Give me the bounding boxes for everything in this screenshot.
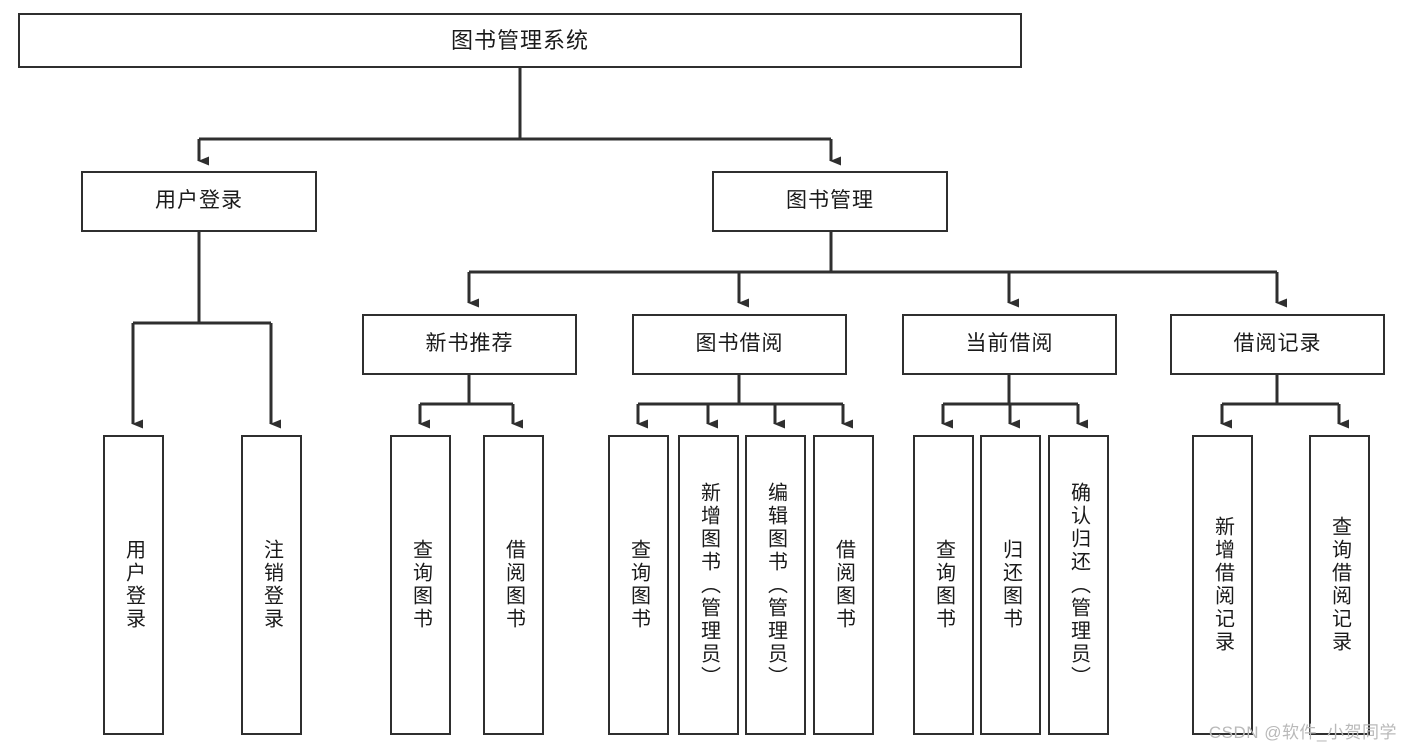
node-leaf-add-book-admin-label: 新增图书（管理员） (697, 481, 720, 689)
node-user-login-label: 用户登录 (155, 189, 243, 213)
node-borrow-record-label: 借阅记录 (1233, 332, 1322, 356)
node-leaf-query-book-current[interactable]: 查询图书 (913, 435, 974, 735)
node-leaf-borrow-book-recommend[interactable]: 借阅图书 (483, 435, 544, 735)
node-leaf-return-book[interactable]: 归还图书 (980, 435, 1041, 735)
node-leaf-add-borrow-record-label: 新增借阅记录 (1211, 516, 1234, 654)
node-leaf-user-login-label: 用户登录 (122, 539, 145, 631)
node-root-system[interactable]: 图书管理系统 (18, 13, 1022, 68)
node-leaf-query-borrow-record[interactable]: 查询借阅记录 (1309, 435, 1370, 735)
node-user-login[interactable]: 用户登录 (81, 171, 317, 232)
node-current-borrow-label: 当前借阅 (965, 332, 1054, 356)
node-leaf-query-borrow-record-label: 查询借阅记录 (1328, 516, 1351, 654)
node-leaf-query-book-borrow-label: 查询图书 (627, 539, 650, 631)
node-book-management[interactable]: 图书管理 (712, 171, 948, 232)
node-leaf-confirm-return-admin-label: 确认归还（管理员） (1067, 481, 1090, 689)
node-leaf-borrow-book-label: 借阅图书 (832, 539, 855, 631)
node-borrow-record[interactable]: 借阅记录 (1170, 314, 1385, 375)
node-leaf-confirm-return-admin[interactable]: 确认归还（管理员） (1048, 435, 1109, 735)
node-leaf-add-book-admin[interactable]: 新增图书（管理员） (678, 435, 739, 735)
node-leaf-edit-book-admin[interactable]: 编辑图书（管理员） (745, 435, 806, 735)
node-current-borrow[interactable]: 当前借阅 (902, 314, 1117, 375)
node-leaf-user-login[interactable]: 用户登录 (103, 435, 164, 735)
node-leaf-query-book-borrow[interactable]: 查询图书 (608, 435, 669, 735)
node-leaf-query-book-recommend[interactable]: 查询图书 (390, 435, 451, 735)
node-book-borrow[interactable]: 图书借阅 (632, 314, 847, 375)
node-leaf-query-book-current-label: 查询图书 (932, 539, 955, 631)
csdn-watermark: CSDN @软件_小贺同学 (1208, 723, 1397, 742)
node-root-system-label: 图书管理系统 (450, 27, 589, 53)
node-new-book-recommend[interactable]: 新书推荐 (362, 314, 577, 375)
node-leaf-return-book-label: 归还图书 (999, 539, 1022, 631)
node-book-management-label: 图书管理 (786, 189, 874, 213)
node-leaf-logout[interactable]: 注销登录 (241, 435, 302, 735)
node-leaf-logout-label: 注销登录 (260, 539, 283, 631)
node-new-book-recommend-label: 新书推荐 (425, 332, 514, 356)
node-leaf-borrow-book[interactable]: 借阅图书 (813, 435, 874, 735)
node-leaf-edit-book-admin-label: 编辑图书（管理员） (764, 481, 787, 689)
node-book-borrow-label: 图书借阅 (695, 332, 784, 356)
node-leaf-query-book-recommend-label: 查询图书 (409, 539, 432, 631)
node-leaf-add-borrow-record[interactable]: 新增借阅记录 (1192, 435, 1253, 735)
node-leaf-borrow-book-recommend-label: 借阅图书 (502, 539, 525, 631)
